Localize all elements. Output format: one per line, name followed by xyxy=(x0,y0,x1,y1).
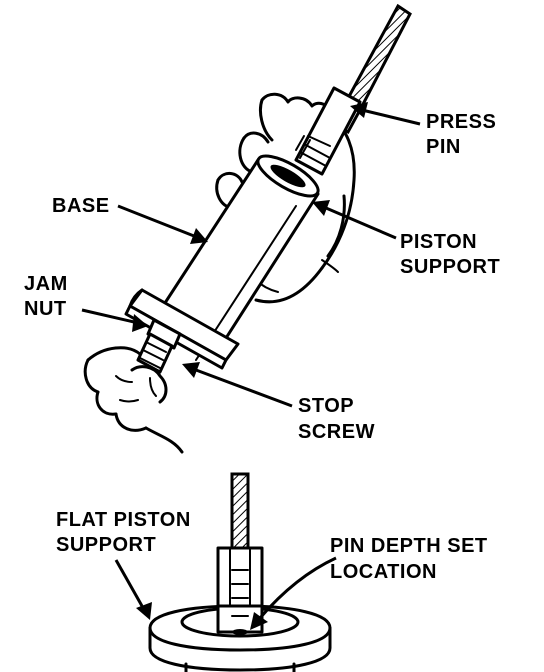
pin-detail xyxy=(230,472,250,552)
svg-text:BASE: BASE xyxy=(52,195,110,217)
label-press-pin: PRESS PIN xyxy=(426,111,496,158)
lower-detail-assembly xyxy=(148,472,332,672)
svg-text:SUPPORT: SUPPORT xyxy=(400,256,500,278)
jam-nut xyxy=(146,318,182,350)
label-jam-nut: JAM NUT xyxy=(24,273,68,320)
left-hand-illustration xyxy=(83,346,184,454)
label-stop-screw: STOP SCREW xyxy=(298,395,375,443)
leader-base xyxy=(117,204,208,244)
svg-text:JAM: JAM xyxy=(24,273,68,295)
label-flat-piston-support: FLAT PISTON SUPPORT xyxy=(56,509,191,556)
piston-support xyxy=(294,86,362,176)
svg-text:NUT: NUT xyxy=(24,298,67,320)
svg-text:SCREW: SCREW xyxy=(298,421,375,443)
leader-piston-support xyxy=(312,200,397,240)
flat-piston-support xyxy=(148,604,332,672)
svg-text:STOP: STOP xyxy=(298,395,354,417)
leader-pin-depth-set-location xyxy=(250,556,337,630)
svg-text:LOCATION: LOCATION xyxy=(330,561,437,583)
svg-text:PRESS: PRESS xyxy=(426,111,496,133)
svg-text:PIN DEPTH SET: PIN DEPTH SET xyxy=(330,535,488,557)
label-pin-depth-set-location: PIN DEPTH SET LOCATION xyxy=(330,535,488,583)
stop-screw xyxy=(136,332,174,374)
svg-text:FLAT PISTON: FLAT PISTON xyxy=(56,509,191,531)
svg-text:PISTON: PISTON xyxy=(400,231,477,253)
leader-press-pin xyxy=(350,102,421,126)
label-piston-support: PISTON SUPPORT xyxy=(400,231,500,278)
leader-stop-screw xyxy=(182,362,293,408)
leader-flat-piston-support xyxy=(114,559,152,620)
leader-jam-nut xyxy=(81,308,148,332)
upper-tool-assembly xyxy=(83,3,412,454)
svg-text:PIN: PIN xyxy=(426,136,461,158)
svg-text:SUPPORT: SUPPORT xyxy=(56,534,156,556)
base-cylinder xyxy=(148,154,320,362)
label-base: BASE xyxy=(52,195,110,217)
